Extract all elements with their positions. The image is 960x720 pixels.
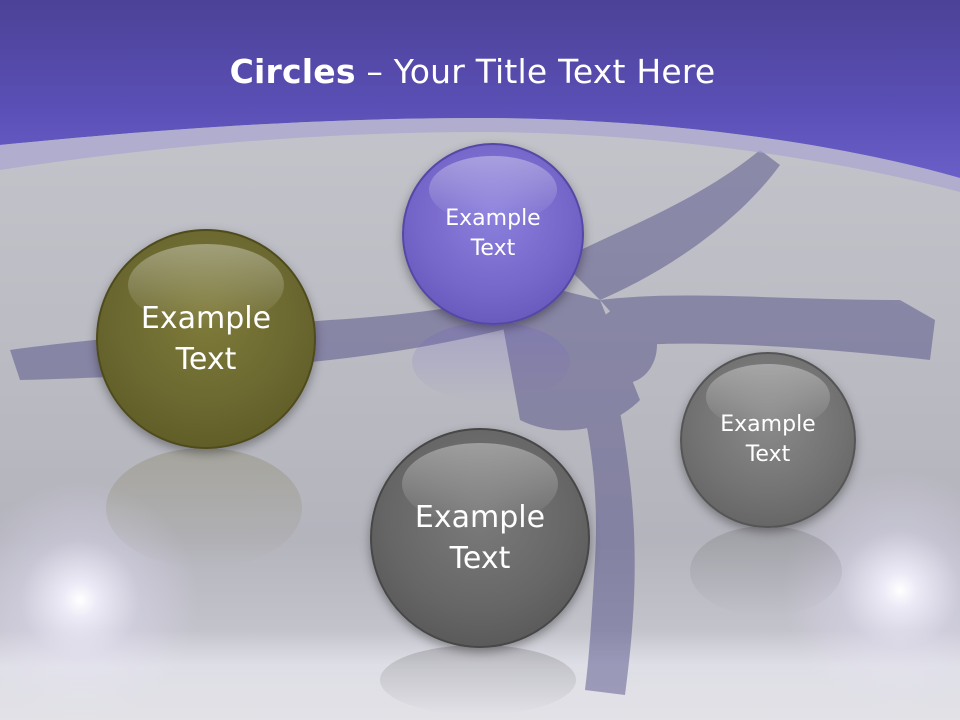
olive-circle-reflection (106, 448, 302, 568)
title-rest: – Your Title Text Here (355, 52, 716, 91)
small-gray-circle-reflection (690, 526, 842, 616)
title-bold: Circles (229, 52, 356, 91)
header-band (0, 0, 960, 192)
gray-circle-reflection (380, 645, 576, 715)
purple-circle-reflection (412, 322, 570, 402)
slide-title: Circles – Your Title Text Here (0, 52, 945, 91)
